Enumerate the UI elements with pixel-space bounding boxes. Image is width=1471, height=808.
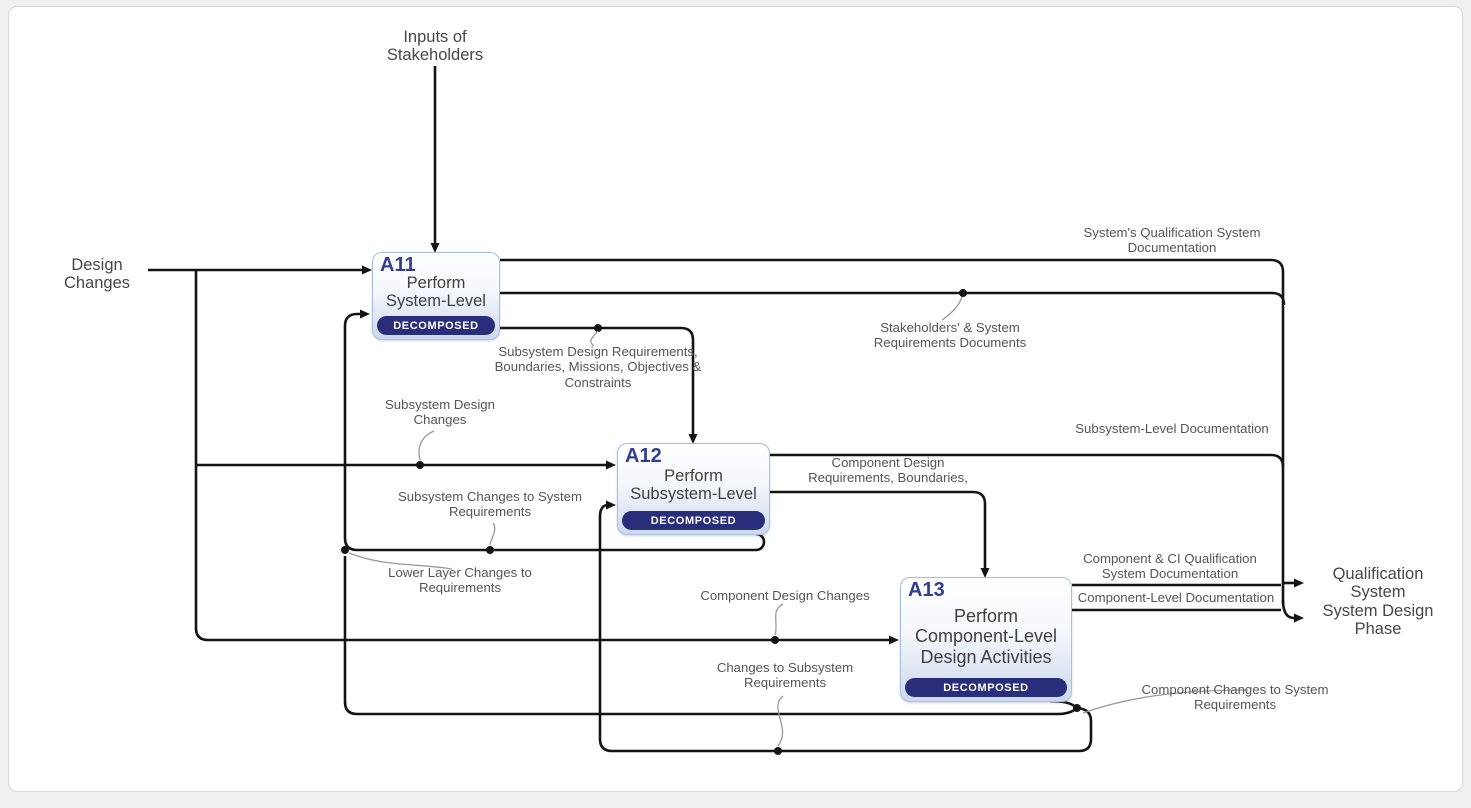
label-system-design-phase: System Design Phase [1322, 602, 1434, 639]
label-design-changes: Design Changes [63, 256, 131, 293]
flow-label-systems-qualification-documentation: System's Qualification System Documentat… [1083, 225, 1261, 256]
flow-label-subsystem-design-changes: Subsystem Design Changes [385, 397, 495, 428]
line-a12-subsystem-doc [770, 453, 1285, 468]
activity-title: Perform System-Level [386, 273, 486, 310]
arrow-a13-feedback-to-a12 [598, 500, 1093, 753]
flow-label-lower-layer-changes: Lower Layer Changes to Requirements [388, 565, 532, 596]
decomposed-badge: DECOMPOSED [905, 678, 1067, 697]
arrow-design-changes-to-a13 [194, 270, 899, 645]
arrow-a11-to-a12 [500, 326, 698, 444]
activity-title: Perform Component-Level Design Activitie… [914, 606, 1058, 667]
flow-label-component-level-documentation: Component-Level Documentation [1077, 590, 1275, 605]
label-leader-lines [348, 296, 1249, 747]
flow-label-stakeholders-system-requirements: Stakeholders' & System Requirements Docu… [873, 320, 1027, 351]
arrow-a12-to-a13 [770, 490, 990, 578]
activity-id: A11 [380, 254, 416, 276]
junction-dots [341, 289, 1081, 755]
activity-id: A13 [908, 579, 945, 601]
arrow-to-system-design-phase [1281, 599, 1304, 623]
decomposed-badge: DECOMPOSED [377, 316, 495, 335]
flow-label-subsystem-level-documentation: Subsystem-Level Documentation [1075, 421, 1269, 436]
flow-label-changes-to-subsystem-requirements: Changes to Subsystem Requirements [716, 660, 854, 691]
flow-label-component-design-requirements: Component Design Requirements, Boundarie… [808, 455, 968, 486]
flow-label-component-changes-to-system-requirements: Component Changes to System Requirements [1141, 682, 1329, 713]
activity-box-a12[interactable]: A12 Perform Subsystem-Level DECOMPOSED [617, 443, 770, 535]
line-a13-feedback-to-a11 [343, 556, 1078, 716]
label-inputs-of-stakeholders: Inputs of Stakeholders [386, 28, 484, 65]
activity-box-a11[interactable]: A11 Perform System-Level DECOMPOSED [372, 252, 500, 340]
activity-id: A12 [625, 445, 662, 467]
label-qualification-system: Qualification System [1332, 565, 1424, 602]
diagram-canvas [8, 6, 1463, 792]
flow-label-component-design-changes: Component Design Changes [700, 588, 870, 603]
flow-label-subsystem-changes-to-system-requirements: Subsystem Changes to System Requirements [398, 489, 582, 520]
arrow-a12-feedback-to-a11 [343, 309, 766, 552]
decomposed-badge: DECOMPOSED [622, 511, 765, 530]
flow-label-component-ci-qualification: Component & CI Qualification System Docu… [1083, 551, 1257, 582]
activity-title: Perform Subsystem-Level [630, 466, 757, 503]
activity-box-a13[interactable]: A13 Perform Component-Level Design Activ… [900, 577, 1072, 702]
line-a11-qualification-doc [500, 258, 1285, 273]
flow-label-subsystem-design-requirements: Subsystem Design Requirements, Boundarie… [494, 344, 702, 390]
line-a11-stakeholders-doc [500, 291, 1286, 306]
line-a13-feedback-hook [1049, 699, 1078, 709]
flow-lines [148, 66, 1304, 753]
